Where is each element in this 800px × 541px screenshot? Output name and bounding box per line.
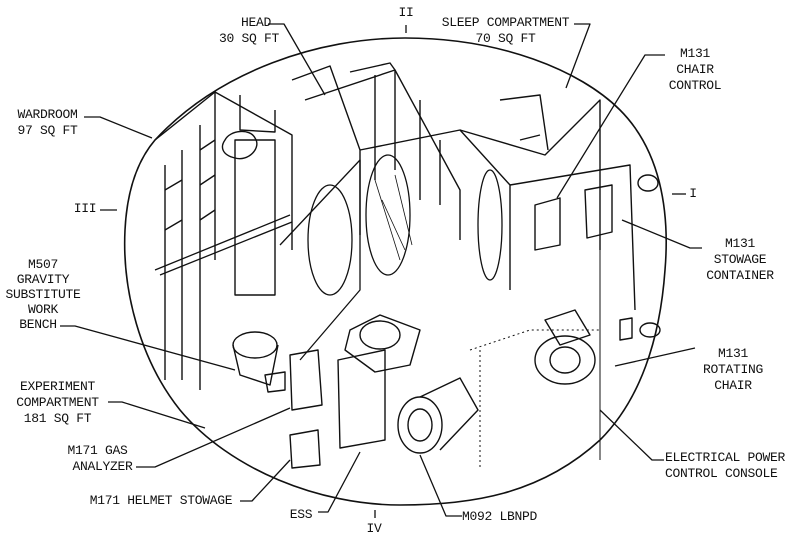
label-line: 181 SQ FT — [23, 411, 92, 426]
label-wardroom: WARDROOM 97 SQ FT — [10, 107, 85, 139]
label-line: ANALYZER — [72, 459, 133, 474]
label-line: M131 — [717, 346, 748, 361]
label-sleep-compartment: SLEEP COMPARTMENT 70 SQ FT — [438, 15, 573, 47]
label-line: EXPERIMENT — [19, 379, 95, 394]
label-line: ELECTRICAL POWER — [665, 450, 786, 465]
label-line: WORK — [27, 302, 58, 317]
label-line: M507 — [27, 257, 58, 272]
label-line: M171 GAS — [67, 443, 128, 458]
label-m092-lbnpd: M092 LBNPD — [462, 509, 538, 524]
label-line: STOWAGE — [713, 252, 767, 267]
wardroom-structure — [154, 91, 293, 390]
leader-head — [268, 23, 326, 96]
label-electrical-power-control-console: ELECTRICAL POWER CONTROL CONSOLE — [665, 450, 795, 482]
label-line: COMPARTMENT — [16, 395, 99, 410]
leader-gas-analyzer — [136, 407, 291, 468]
label-line: BENCH — [19, 317, 57, 332]
label-head-name: HEAD — [240, 15, 271, 30]
leader-ess — [318, 451, 361, 513]
label-wardroom-name: WARDROOM — [17, 107, 78, 122]
label-ess: ESS — [289, 507, 313, 522]
leader-chair-control — [556, 54, 665, 199]
leader-stowage — [621, 219, 702, 249]
label-line: CONTAINER — [706, 268, 774, 283]
label-line: M131 — [679, 46, 710, 61]
label-sleep-area: 70 SQ FT — [475, 31, 536, 46]
label-line: CONTROL — [668, 78, 722, 93]
label-line: M131 — [724, 236, 755, 251]
label-m131-stowage-container: M131 STOWAGE CONTAINER — [700, 236, 780, 284]
label-line: GRAVITY — [16, 272, 70, 287]
leader-lines — [60, 23, 702, 518]
label-m131-chair-control: M131 CHAIR CONTROL — [660, 46, 730, 94]
leader-experiment — [108, 401, 206, 429]
label-sector-i: I — [689, 186, 697, 201]
label-wardroom-area: 97 SQ FT — [17, 123, 78, 138]
leader-m507 — [60, 325, 236, 371]
label-sector-iii: III — [73, 201, 97, 216]
label-line: ROTATING — [702, 362, 763, 377]
label-m131-rotating-chair: M131 ROTATING CHAIR — [698, 346, 768, 394]
leader-epcc — [599, 409, 664, 461]
label-sleep-name: SLEEP COMPARTMENT — [441, 15, 570, 30]
central-partition-doors — [154, 154, 503, 361]
label-line: SUBSTITUTE — [5, 287, 81, 302]
label-sector-iv: IV — [366, 521, 382, 536]
label-head-area: 30 SQ FT — [218, 31, 279, 46]
leader-wardroom — [84, 116, 153, 139]
label-m507-work-bench: M507 GRAVITY SUBSTITUTE WORK BENCH — [0, 257, 86, 332]
label-sector-ii: II — [398, 5, 414, 20]
label-line: CHAIR — [714, 378, 752, 393]
experiment-equipment — [232, 314, 601, 470]
label-head: HEAD 30 SQ FT — [214, 15, 284, 47]
label-line: CHAIR — [676, 62, 714, 77]
leader-sleep — [565, 23, 591, 89]
label-line: CONTROL CONSOLE — [665, 466, 778, 481]
label-experiment-compartment: EXPERIMENT COMPARTMENT 181 SQ FT — [10, 379, 105, 427]
leader-helmet — [240, 459, 291, 502]
m131-equipment — [534, 174, 661, 460]
label-m171-helmet-stowage: M171 HELMET STOWAGE — [89, 493, 233, 508]
leader-rotating-chair — [614, 347, 696, 367]
leader-lbnpd — [419, 454, 462, 517]
head-sleep-structure — [291, 62, 636, 311]
label-m171-gas-analyzer: M171 GAS ANALYZER — [60, 443, 135, 475]
